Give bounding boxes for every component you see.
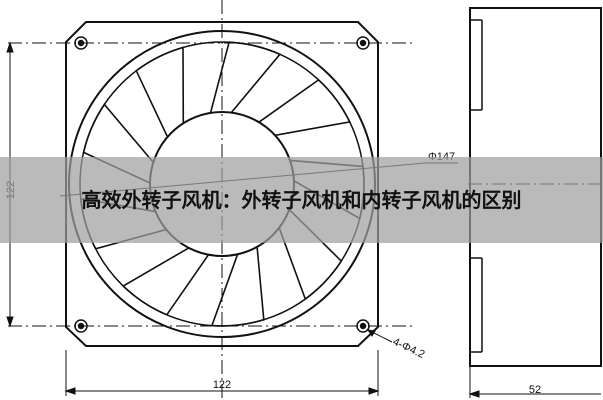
holes-leader: [366, 329, 393, 343]
hole-bottom-right: [356, 319, 370, 333]
fan-blade: [135, 46, 185, 138]
depth-dimension-label: 52: [529, 384, 541, 396]
mounting-holes: [74, 36, 370, 333]
fan-blade: [278, 209, 343, 301]
width-dimension: [64, 350, 380, 396]
holes-label: 4-Φ4.2: [391, 336, 427, 361]
page-title: 高效外转子风机：外转子风机和内转子风机的区别: [81, 188, 522, 212]
width-dimension-label: 122: [213, 379, 231, 391]
depth-dimension: [468, 366, 601, 398]
fan-blade: [82, 103, 154, 184]
hole-top-left: [74, 36, 88, 50]
hole-top-right: [356, 36, 370, 50]
title-banner: 高效外转子风机：外转子风机和内转子风机的区别: [0, 157, 603, 243]
outer-frame: [65, 21, 379, 347]
fan-blade: [121, 247, 210, 316]
fan-blade: [210, 246, 265, 327]
fan-blade: [258, 78, 351, 137]
fan-blade: [209, 41, 282, 114]
hole-bottom-left: [74, 319, 88, 333]
